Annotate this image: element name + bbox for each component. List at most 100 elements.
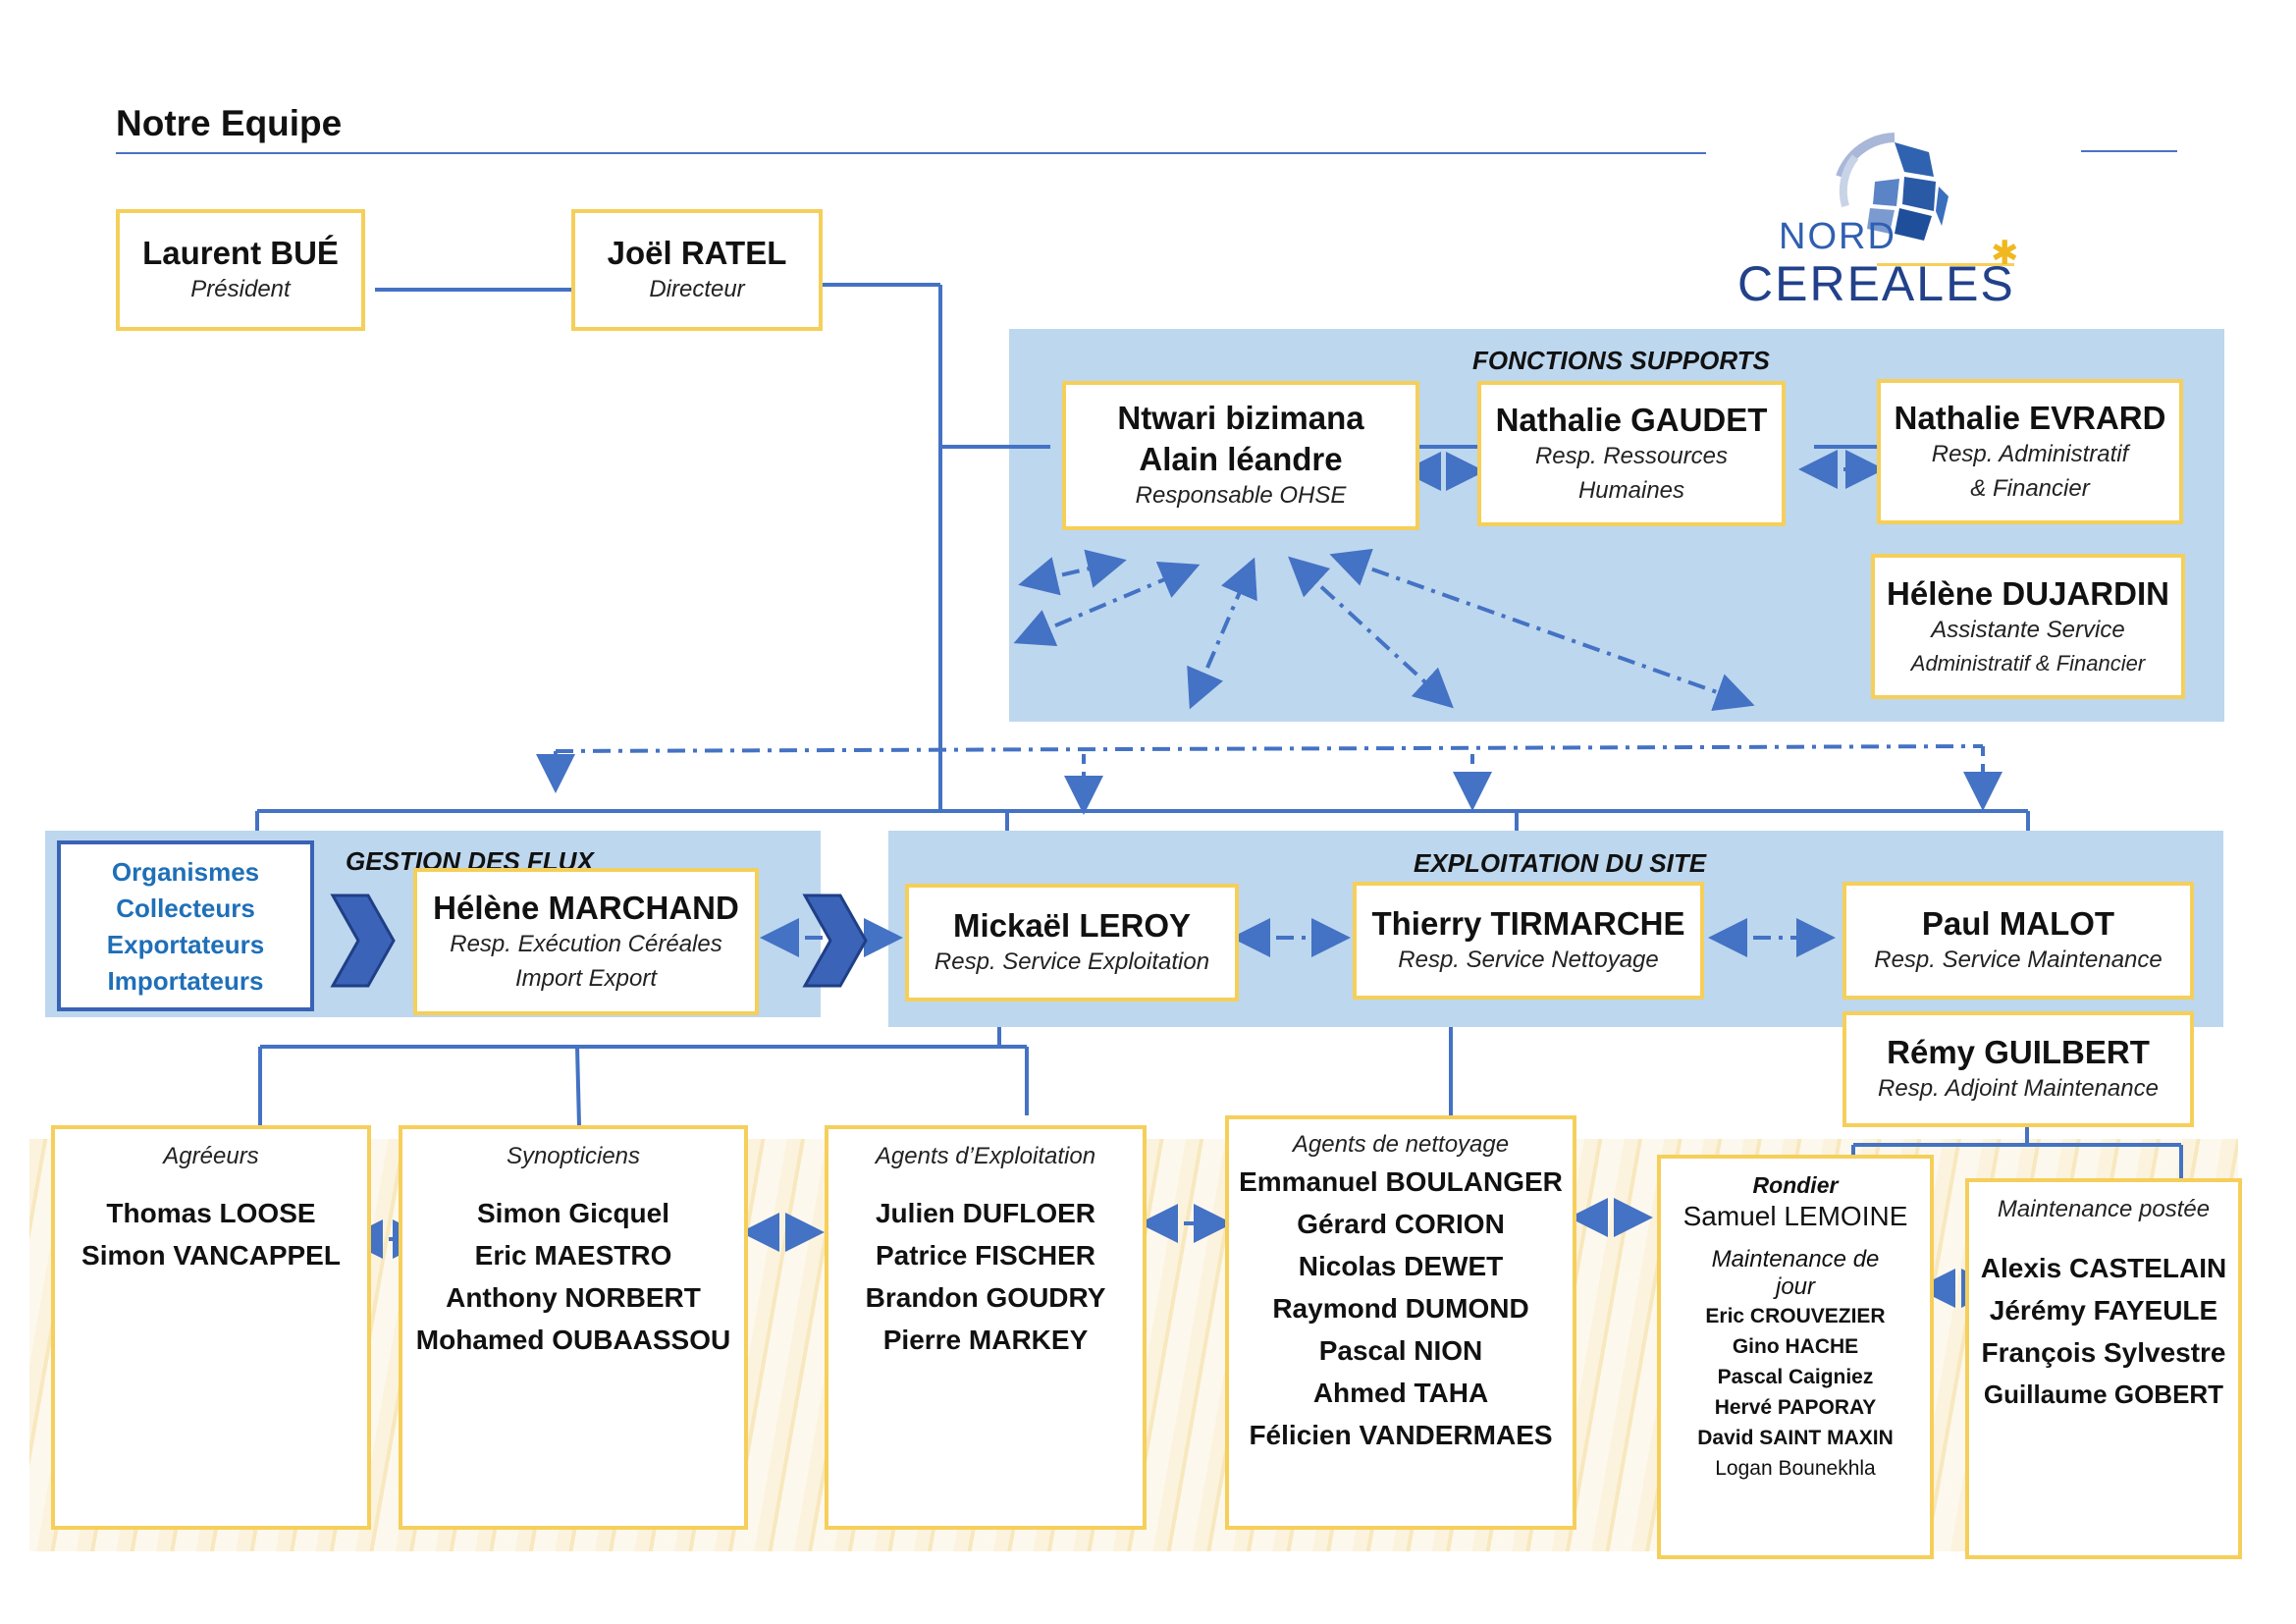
- team-member: Pascal Caigniez: [1717, 1366, 1874, 1388]
- person-role: Resp. Service Nettoyage: [1398, 947, 1659, 974]
- person-name: Mickaël LEROY: [952, 906, 1192, 944]
- person-name: Nathalie EVRARD: [1894, 399, 2166, 436]
- person-role: & Financier: [1970, 474, 2090, 502]
- person-role: Directeur: [649, 276, 745, 303]
- title-rule-right: [2081, 150, 2177, 152]
- person-card-nettoyage: Thierry TIRMARCHE Resp. Service Nettoyag…: [1353, 882, 1704, 1000]
- team-member: Eric CROUVEZIER: [1705, 1305, 1886, 1327]
- person-role: Resp. Administratif: [1931, 440, 2129, 467]
- org-item: Importateurs: [107, 966, 264, 996]
- team-member: Logan Bounekhla: [1715, 1457, 1876, 1480]
- person-card-assistante: Hélène DUJARDIN Assistante Service Admin…: [1871, 554, 2185, 699]
- team-rondier: Rondier Samuel LEMOINE Maintenance de jo…: [1657, 1155, 1934, 1559]
- team-member: Mohamed OUBAASSOU: [415, 1325, 731, 1355]
- team-subtitle: jour: [1775, 1273, 1816, 1300]
- team-member: Thomas LOOSE: [106, 1198, 316, 1228]
- team-member: Brandon GOUDRY: [865, 1282, 1106, 1313]
- team-member: Nicolas DEWET: [1298, 1251, 1504, 1281]
- person-card-adjoint: Rémy GUILBERT Resp. Adjoint Maintenance: [1842, 1011, 2194, 1127]
- person-role: Responsable OHSE: [1135, 481, 1347, 509]
- team-member: Hervé PAPORAY: [1714, 1396, 1877, 1419]
- logo-underline: [1877, 263, 2014, 266]
- chevron-right-icon: [802, 893, 868, 988]
- person-card-rh: Nathalie GAUDET Resp. Ressources Humaine…: [1477, 381, 1786, 526]
- chevron-right-icon: [330, 893, 396, 988]
- page-title: Notre Equipe: [116, 103, 343, 143]
- person-role: Resp. Exécution Céréales: [450, 930, 722, 957]
- team-member: Simon VANCAPPEL: [81, 1240, 341, 1271]
- person-role: Assistante Service: [1931, 617, 2125, 644]
- team-member: Jérémy FAYEULE: [1989, 1295, 2218, 1326]
- team-member: Alexis CASTELAIN: [1980, 1253, 2227, 1283]
- person-card-maintenance: Paul MALOT Resp. Service Maintenance: [1842, 882, 2194, 1000]
- team-maintenance-postee: Maintenance postée Alexis CASTELAIN Jéré…: [1965, 1178, 2242, 1559]
- person-role: Administratif & Financier: [1910, 651, 2146, 677]
- person-card-daf: Nathalie EVRARD Resp. Administratif & Fi…: [1877, 379, 2183, 524]
- team-member: François Sylvestre: [1981, 1337, 2226, 1368]
- team-member: Gérard CORION: [1297, 1209, 1505, 1239]
- person-name: Laurent BUÉ: [142, 234, 339, 271]
- team-member: Pascal NION: [1318, 1335, 1483, 1366]
- person-name: Hélène DUJARDIN: [1887, 575, 2169, 613]
- organisations-box: Organismes Collecteurs Exportateurs Impo…: [57, 840, 314, 1011]
- org-item: Organismes: [111, 857, 260, 887]
- person-name: Paul MALOT: [1921, 904, 2115, 942]
- team-title: Agents de nettoyage: [1292, 1131, 1510, 1158]
- person-name: Nathalie GAUDET: [1495, 401, 1768, 438]
- team-member: David SAINT MAXIN: [1697, 1427, 1894, 1449]
- team-member: Félicien VANDERMAES: [1249, 1420, 1553, 1450]
- person-card-exploitation: Mickaël LEROY Resp. Service Exploitation: [905, 884, 1239, 1001]
- team-title: Rondier: [1752, 1172, 1839, 1198]
- team-agreeurs: Agréeurs Thomas LOOSE Simon VANCAPPEL: [51, 1125, 371, 1530]
- person-role: Resp. Service Maintenance: [1874, 947, 2163, 974]
- team-title: Agents d’Exploitation: [875, 1143, 1096, 1169]
- team-title: Agréeurs: [163, 1143, 259, 1169]
- person-card-president: Laurent BUÉ Président: [116, 209, 365, 331]
- team-member: Guillaume GOBERT: [1983, 1380, 2224, 1409]
- rondier-last-name: LEMOINE: [1784, 1201, 1908, 1231]
- team-member: Emmanuel BOULANGER: [1239, 1166, 1563, 1197]
- person-name: Joël RATEL: [607, 234, 787, 271]
- person-role: Resp. Service Exploitation: [934, 948, 1210, 976]
- team-title: Maintenance postée: [1997, 1196, 2211, 1222]
- globe-icon: [1836, 133, 1949, 241]
- org-item: Exportateurs: [106, 930, 265, 959]
- logo: NORD CEREALES ✱: [1737, 118, 2052, 314]
- rondier-first-name: Samuel: [1682, 1201, 1777, 1231]
- person-role: Resp. Ressources: [1534, 442, 1729, 469]
- team-member: Pierre MARKEY: [882, 1325, 1089, 1355]
- person-name: Ntwari bizimana: [1117, 400, 1364, 437]
- team-member: Patrice FISCHER: [875, 1240, 1096, 1271]
- team-nettoyage: Agents de nettoyage Emmanuel BOULANGER G…: [1225, 1115, 1576, 1530]
- team-subtitle: Maintenance de: [1711, 1246, 1880, 1272]
- team-member: Raymond DUMOND: [1272, 1293, 1529, 1324]
- team-member: Gino HACHE: [1732, 1335, 1859, 1358]
- team-exploitation: Agents d’Exploitation Julien DUFLOER Pat…: [825, 1125, 1147, 1530]
- person-role: Président: [190, 276, 291, 303]
- person-name: Alain léandre: [1139, 440, 1343, 477]
- team-member: Ahmed TAHA: [1312, 1378, 1489, 1408]
- org-item: Collecteurs: [116, 893, 255, 923]
- team-title: Synopticiens: [506, 1143, 641, 1169]
- person-card-flux: Hélène MARCHAND Resp. Exécution Céréales…: [413, 868, 759, 1015]
- person-name: Hélène MARCHAND: [433, 889, 739, 926]
- person-role: Resp. Adjoint Maintenance: [1878, 1075, 2159, 1103]
- person-role: Import Export: [514, 964, 658, 992]
- logo-nord: NORD: [1779, 216, 1896, 257]
- team-member: Anthony NORBERT: [446, 1282, 701, 1313]
- person-name: Rémy GUILBERT: [1887, 1033, 2150, 1070]
- title-rule: [116, 152, 1706, 154]
- team-member: Julien DUFLOER: [875, 1198, 1095, 1228]
- person-card-directeur: Joël RATEL Directeur: [571, 209, 823, 331]
- rondier-name: Samuel LEMOINE: [1661, 1201, 1930, 1232]
- person-card-ohse: Ntwari bizimana Alain léandre Responsabl…: [1062, 381, 1419, 530]
- section-title-supports: FONCTIONS SUPPORTS: [1472, 346, 1770, 375]
- wheat-icon: ✱: [1991, 235, 2019, 272]
- section-title-site: EXPLOITATION DU SITE: [1414, 848, 1707, 878]
- team-member: Simon Gicquel: [476, 1198, 670, 1228]
- person-name: Thierry TIRMARCHE: [1371, 904, 1685, 942]
- team-synopticiens: Synopticiens Simon Gicquel Eric MAESTRO …: [399, 1125, 748, 1530]
- person-role: Humaines: [1577, 476, 1685, 504]
- team-member: Eric MAESTRO: [474, 1240, 672, 1271]
